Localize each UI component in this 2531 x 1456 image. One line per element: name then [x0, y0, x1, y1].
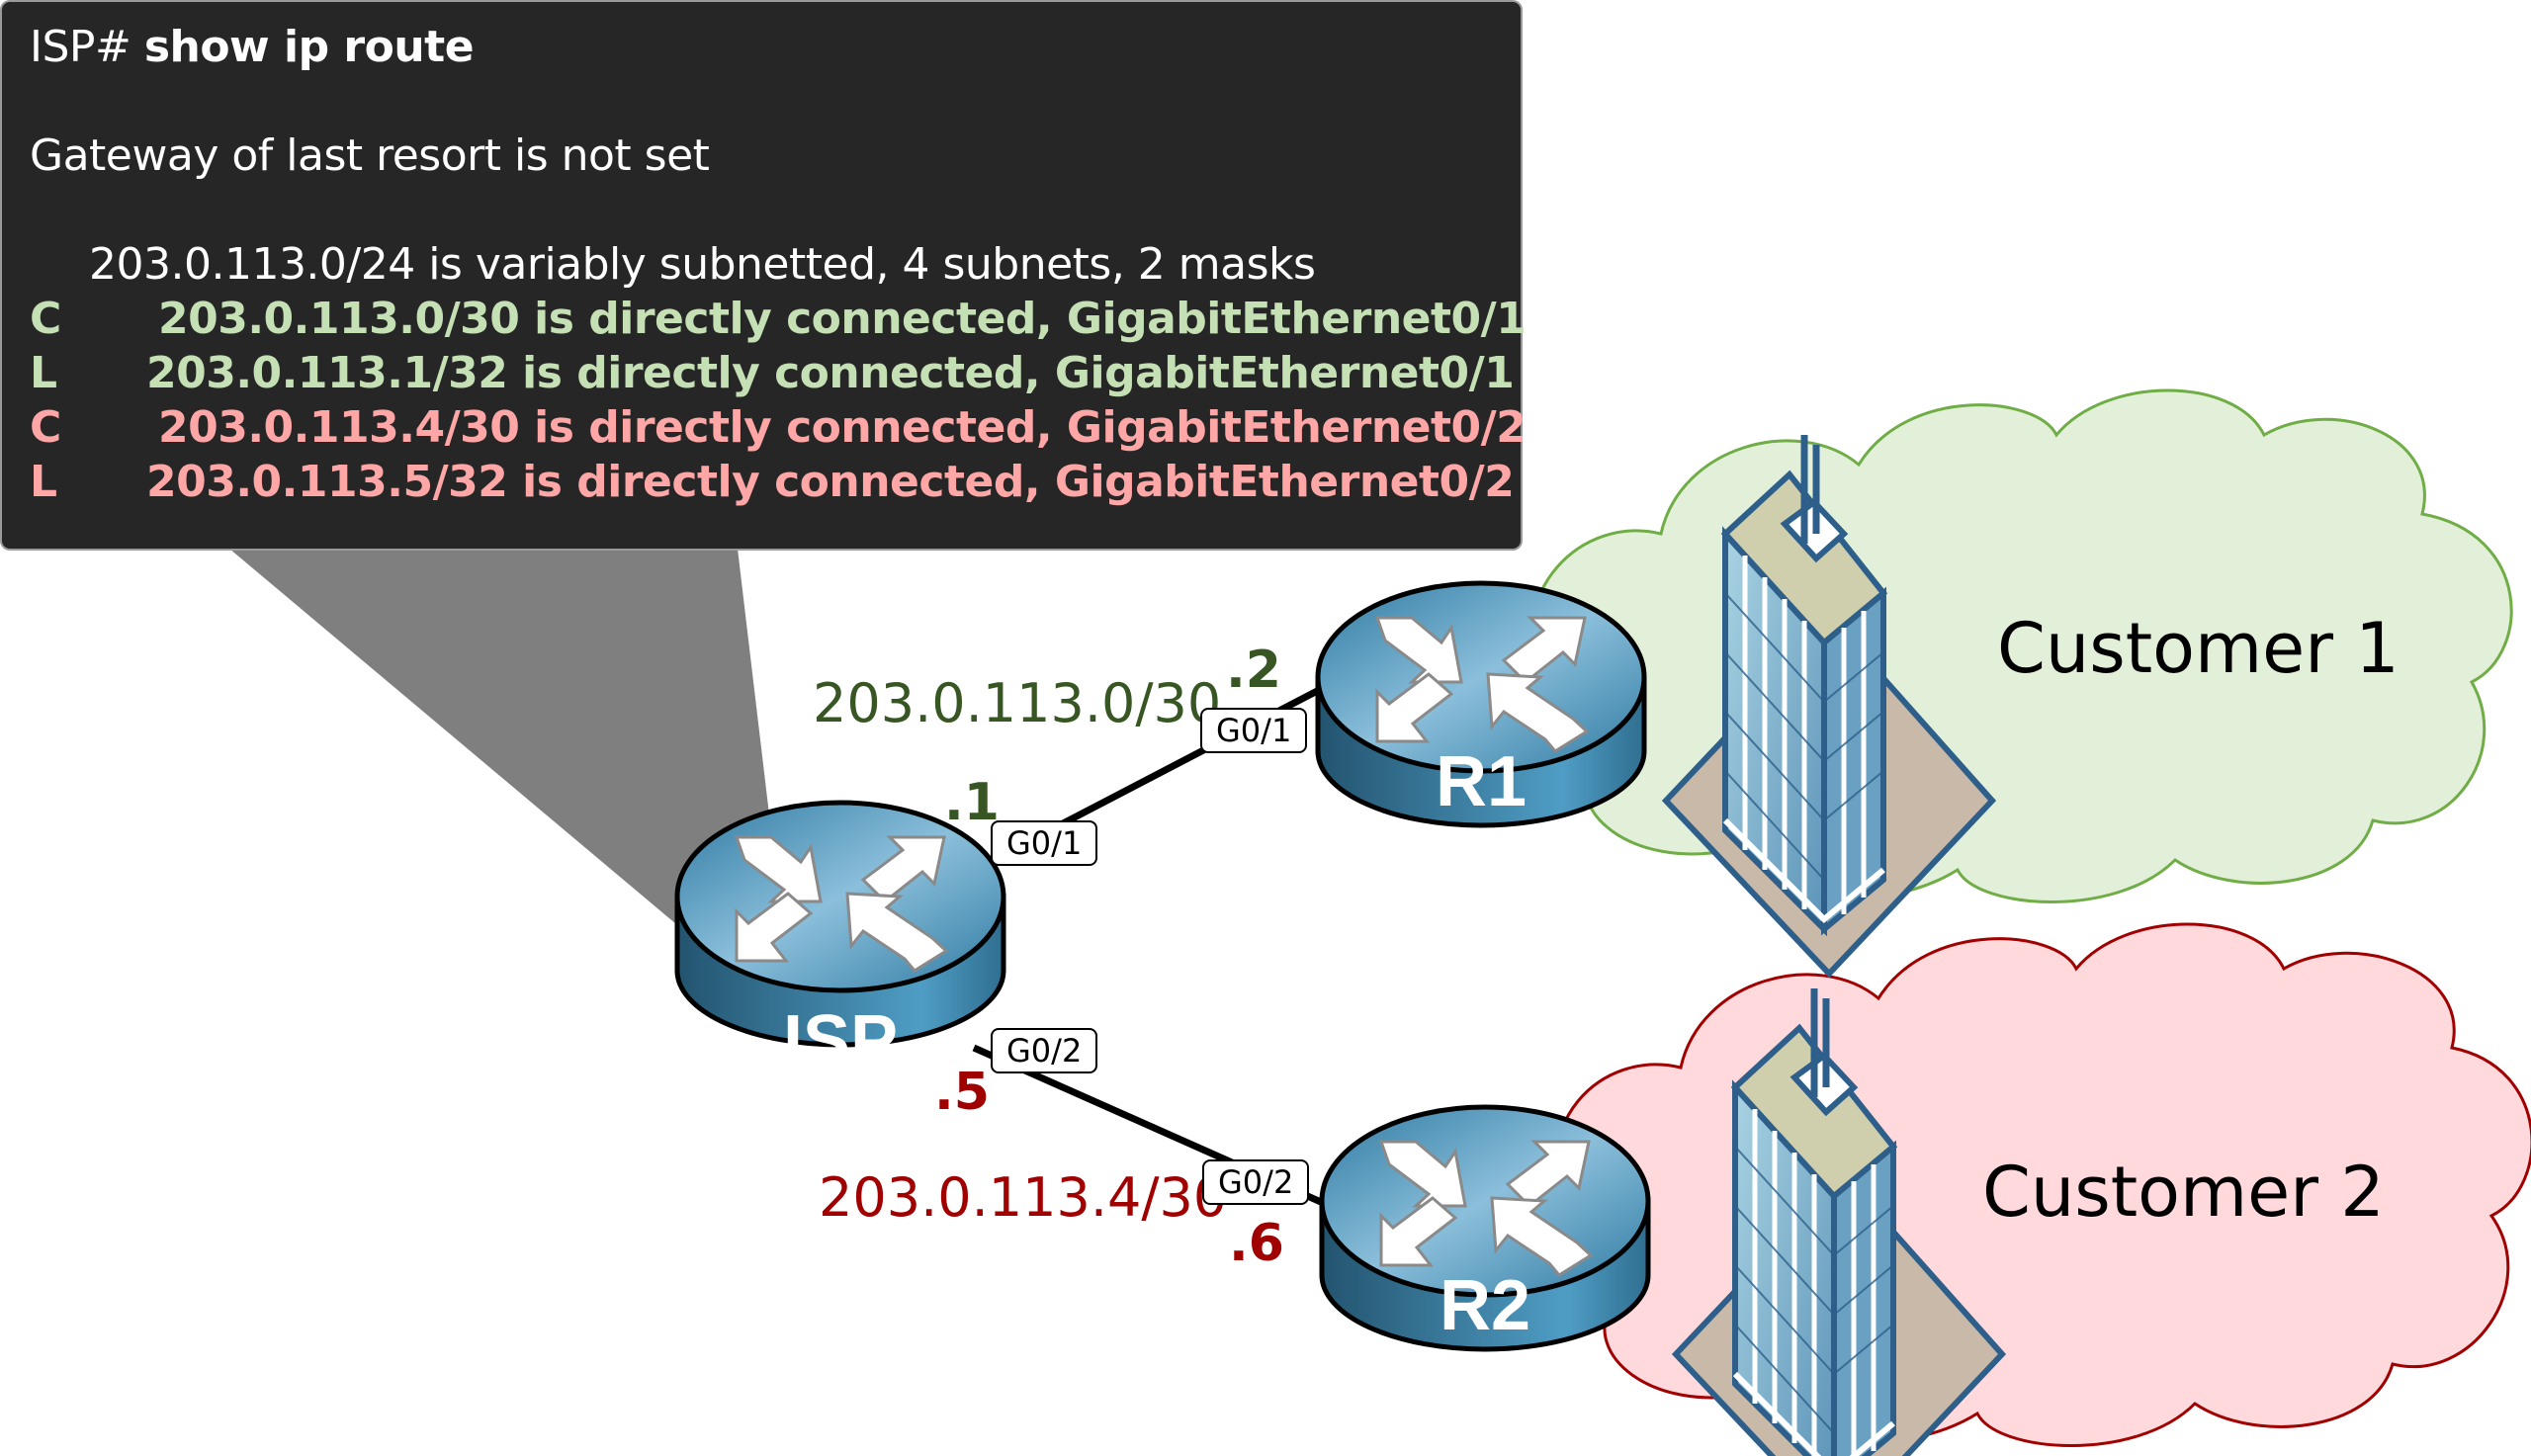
route-entry: L 203.0.113.5/32 is directly connected, G…	[30, 457, 1515, 507]
prompt: ISP#	[30, 22, 131, 72]
command-line: ISP# show ip route	[30, 22, 475, 72]
terminal-output: ISP# show ip route Gateway of last resor…	[2, 2, 1527, 549]
customer-1-label: Customer 1	[1997, 608, 2400, 689]
interface-label-r1-g01: G0/1	[1200, 708, 1308, 753]
subnet-label-isp-r2: 203.0.113.4/30	[819, 1166, 1228, 1229]
host-label-isp-g01: .1	[944, 773, 1000, 832]
route-text: 203.0.113.4/30 is directly connected, Gi…	[158, 402, 1527, 453]
host-label-isp-g02: .5	[934, 1063, 990, 1122]
route-text: 203.0.113.1/32 is directly connected, Gi…	[146, 348, 1515, 398]
route-entry: L 203.0.113.1/32 is directly connected, G…	[30, 348, 1515, 398]
route-text: 203.0.113.5/32 is directly connected, Gi…	[146, 457, 1515, 507]
route-code: L	[30, 348, 57, 398]
interface-label-isp-g02: G0/2	[991, 1028, 1098, 1073]
gateway-line: Gateway of last resort is not set	[30, 130, 710, 181]
host-label-r1-g01: .2	[1226, 641, 1281, 700]
r2-router[interactable]: R2	[1322, 1107, 1648, 1349]
callout-pointer	[229, 549, 781, 929]
subnet-label-isp-r1: 203.0.113.0/30	[813, 672, 1222, 734]
route-code: C	[30, 402, 61, 453]
router-label: R1	[1436, 742, 1527, 821]
customer-2-label: Customer 2	[1982, 1152, 2385, 1233]
route-code: C	[30, 294, 61, 344]
interface-label-isp-g01: G0/1	[991, 820, 1098, 866]
route-code: L	[30, 457, 57, 507]
router-label: R2	[1440, 1266, 1530, 1345]
router-label: ISP	[783, 1001, 898, 1080]
interface-label-r2-g02: G0/2	[1202, 1159, 1310, 1205]
route-entry: C 203.0.113.0/30 is directly connected, G…	[30, 294, 1527, 344]
route-entry: C 203.0.113.4/30 is directly connected, G…	[30, 402, 1527, 453]
r1-router[interactable]: R1	[1318, 583, 1644, 825]
subnet-summary: 203.0.113.0/24 is variably subnetted, 4 …	[89, 239, 1316, 290]
command: show ip route	[143, 22, 475, 72]
route-text: 203.0.113.0/30 is directly connected, Gi…	[158, 294, 1527, 344]
isp-router[interactable]: ISP	[677, 803, 1004, 1080]
host-label-r2-g02: .6	[1229, 1214, 1284, 1273]
